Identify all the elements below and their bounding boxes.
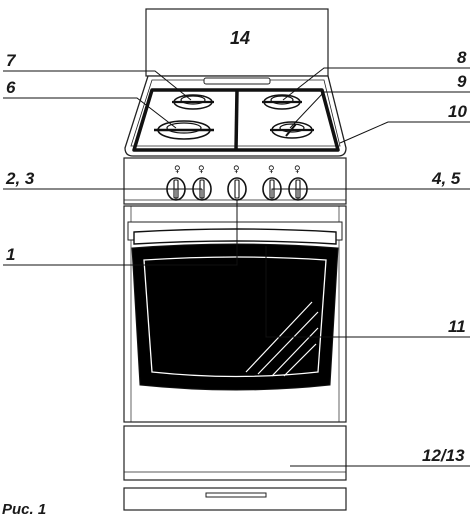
callout-labels: 7 6 8 9 10 2, 3 4, 5 1 11 12/13 [5,48,467,465]
hob [124,75,347,157]
callout-1: 1 [6,245,15,264]
callout-12-13: 12/13 [422,446,465,465]
callout-8: 8 [457,48,467,67]
callout-10: 10 [448,102,467,121]
drawer [123,425,347,511]
knob-symbol-icon: ♀ [294,165,301,175]
callout-11: 11 [448,317,466,336]
knob-symbol-icon: ♀ [198,165,205,175]
knob-symbol-icon: ♀ [233,165,240,175]
oven [123,205,347,423]
callout-2-3: 2, 3 [5,169,35,188]
callout-7: 7 [6,51,17,70]
burner-top-left [172,94,214,110]
lid: 14 [145,8,329,77]
callout-4-5: 4, 5 [431,169,461,188]
knob-symbol-icon: ♀ [268,165,275,175]
burner-bottom-left [154,120,214,140]
control-panel: ♀ ♀ ♀ ♀ ♀ [123,157,347,205]
callout-9: 9 [457,72,467,91]
callout-6: 6 [6,78,16,97]
figure-caption: Рис. 1 [2,501,46,515]
knob-symbol-icon: ♀ [174,165,181,175]
callout-14: 14 [230,28,250,48]
leader-lines [3,67,470,467]
burner-top-right [262,94,302,110]
burner-bottom-right [270,121,314,139]
